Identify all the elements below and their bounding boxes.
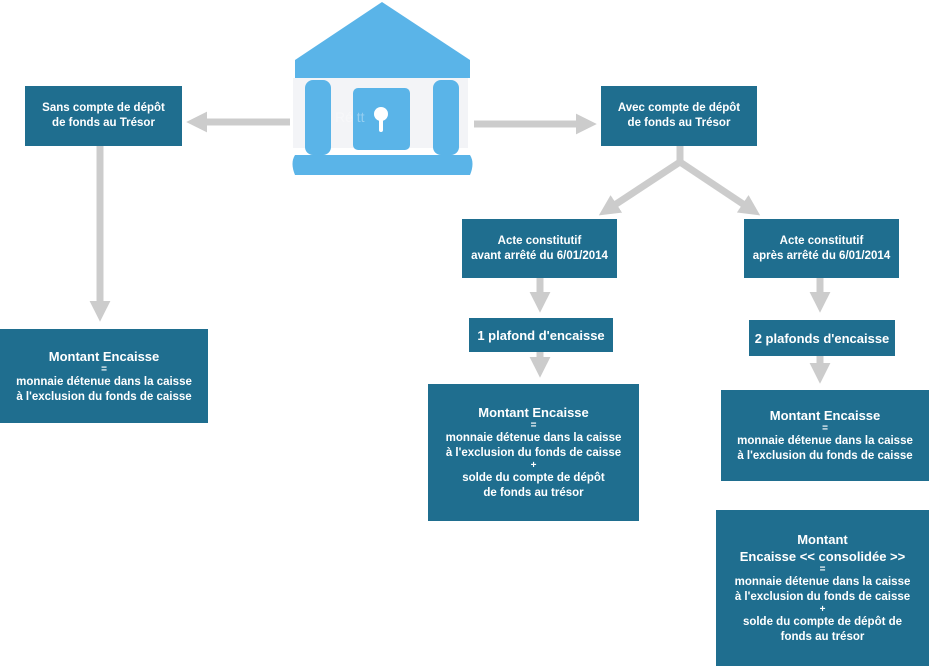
- montant-consolide-line4: fonds au trésor: [780, 631, 865, 643]
- montant-apres-title: Montant Encaisse: [769, 408, 881, 423]
- montant-avant-plus: +: [530, 460, 537, 471]
- avec-compte-line2: de fonds au Trésor: [627, 117, 731, 129]
- acte-apres-line1: Acte constitutif: [779, 234, 864, 247]
- montant-avant-line3: solde du compte de dépôt: [462, 472, 605, 484]
- montant-avant-line2: à l'exclusion du fonds de caisse: [445, 447, 622, 459]
- acte-avant-box: Acte constitutif avant arrêté du 6/01/20…: [462, 219, 617, 278]
- arrow-avec-compte-to-acte-apres: [678, 159, 761, 216]
- montant-sans-line2: à l'exclusion du fonds de caisse: [16, 390, 192, 403]
- montant-avant-line4: de fonds au trésor: [483, 487, 584, 499]
- montant-consolide-eq: =: [819, 564, 826, 575]
- montant-avant-line1: monnaie détenue dans la caisse: [445, 432, 622, 444]
- arrow-avec-compte-to-acte-avant: [598, 159, 682, 216]
- plafond-2-box: 2 plafonds d'encaisse: [749, 320, 895, 356]
- acte-avant-line1: Acte constitutif: [497, 234, 582, 247]
- montant-avant-title: Montant Encaisse: [478, 405, 589, 420]
- montant-consolide-line1: monnaie détenue dans la caisse: [734, 576, 911, 588]
- bank-building-icon: Ré tt: [292, 2, 473, 175]
- montant-sans-eq: =: [101, 363, 107, 375]
- montant-consolide-line3: solde du compte de dépôt de: [742, 616, 903, 628]
- avec-compte-line1: Avec compte de dépôt: [617, 102, 741, 114]
- montant-consolide-plus: +: [819, 604, 826, 615]
- sans-compte-line1: Sans compte de dépôt: [42, 102, 165, 114]
- plafond-1-label: 1 plafond d'encaisse: [477, 327, 605, 343]
- montant-apres-eq: =: [822, 423, 828, 434]
- montant-sans-title: Montant Encaisse: [48, 348, 160, 364]
- montant-consolide-line2: à l'exclusion du fonds de caisse: [734, 591, 911, 603]
- sans-compte-box: Sans compte de dépôt de fonds au Trésor: [25, 86, 182, 146]
- montant-apres-line2: à l'exclusion du fonds de caisse: [737, 450, 913, 462]
- acte-apres-box: Acte constitutif après arrêté du 6/01/20…: [744, 219, 899, 278]
- montant-avant-box: Montant Encaisse = monnaie détenue dans …: [428, 384, 639, 521]
- acte-avant-line2: avant arrêté du 6/01/2014: [471, 249, 608, 262]
- montant-avant-eq: =: [530, 420, 537, 431]
- plafond-1-box: 1 plafond d'encaisse: [469, 318, 613, 352]
- sans-compte-line2: de fonds au Trésor: [52, 117, 155, 129]
- acte-apres-line2: après arrêté du 6/01/2014: [752, 249, 891, 262]
- montant-consolide-title1: Montant: [797, 532, 848, 547]
- montant-apres-box: Montant Encaisse = monnaie détenue dans …: [721, 390, 929, 481]
- montant-sans-line1: monnaie détenue dans la caisse: [16, 375, 192, 388]
- montant-sans-box: Montant Encaisse = monnaie détenue dans …: [0, 329, 208, 423]
- avec-compte-box: Avec compte de dépôt de fonds au Trésor: [601, 86, 757, 146]
- montant-consolide-box: Montant Encaisse << consolidée >> = monn…: [716, 510, 929, 666]
- montant-apres-line1: monnaie détenue dans la caisse: [737, 435, 913, 447]
- bank-faded-text: Ré tt: [335, 109, 365, 125]
- montant-consolide-title2: Encaisse << consolidée >>: [739, 549, 906, 564]
- plafond-2-label: 2 plafonds d'encaisse: [754, 330, 890, 346]
